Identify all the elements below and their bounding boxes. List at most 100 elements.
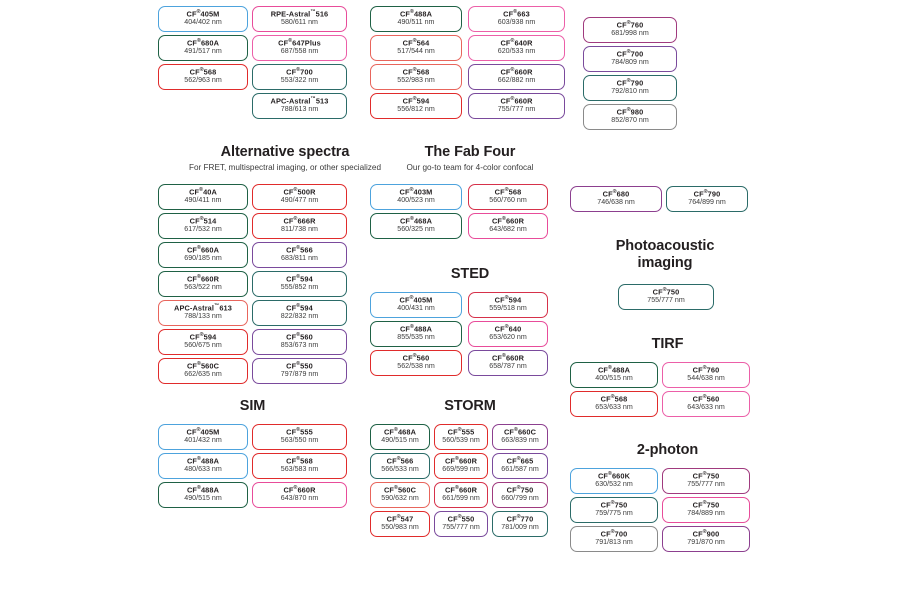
dye-name: CF®488A (597, 364, 631, 375)
dye-ex-em: 797/879 nm (280, 370, 319, 379)
dye-name: CF®568 (402, 66, 430, 77)
dye-ex-em: 490/515 nm (184, 494, 222, 503)
section-title-storm: STORM (444, 398, 496, 414)
dye-name: CF®640 (494, 323, 522, 334)
dye-name: CF®560 (286, 331, 313, 342)
dye-ex-em: 662/635 nm (184, 370, 222, 379)
dye-ex-em: 791/870 nm (687, 538, 725, 547)
dye-ex-em: 490/411 nm (184, 196, 222, 205)
dye-name: CF®790 (693, 188, 721, 199)
dye-name: CF®750 (652, 286, 680, 297)
dye-name: CF®568 (189, 66, 217, 77)
dye-name: CF®550 (447, 513, 475, 524)
dye-ex-em: 653/633 nm (595, 403, 633, 412)
dye-ex-em: 687/558 nm (280, 47, 319, 56)
dye-name: CF®564 (402, 37, 430, 48)
dye-name: CF®560 (692, 393, 720, 404)
dye-ex-em: 669/599 nm (442, 465, 480, 474)
dye-ex-em: 681/998 nm (611, 29, 649, 38)
dye-ex-em: 660/799 nm (501, 494, 539, 503)
dye-name: CF®488A (399, 8, 433, 19)
dye-name: CF®666R (283, 215, 316, 226)
dye-name: CF®660K (597, 470, 631, 481)
dye-name: CF®750 (692, 499, 720, 510)
